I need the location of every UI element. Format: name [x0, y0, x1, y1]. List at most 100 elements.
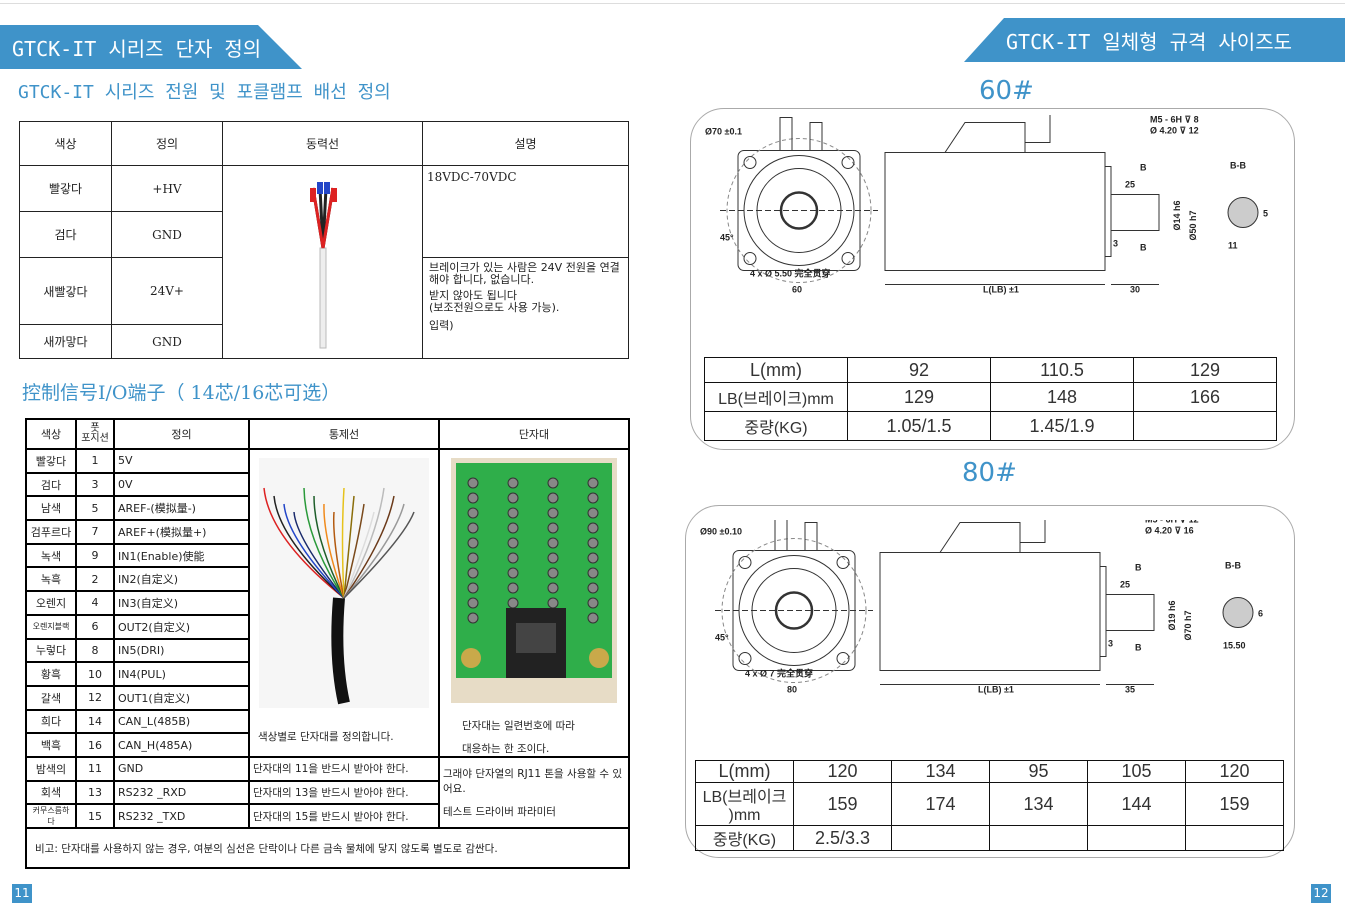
spec-label: LB(브레이크 )mm: [695, 782, 794, 826]
pin-definition: OUT2(自定义): [113, 613, 250, 640]
spec-value: 129: [1133, 356, 1277, 384]
pin-definition: IN4(PUL): [113, 661, 250, 687]
note-pin-15: 단자대의 15를 반드시 받아야 한다.: [248, 803, 440, 829]
spec-value: [891, 825, 990, 851]
wire-color: 커무스름하다: [25, 803, 77, 829]
def-cell: +HV: [111, 165, 223, 212]
voltage-description: 18VDC-70VDC: [422, 165, 629, 258]
spec-value: 120: [1185, 760, 1284, 783]
wire-color: 누렇다: [25, 637, 77, 664]
pin-number: 6: [75, 613, 115, 640]
test-driver-note: 테스트 드라이버 파라미터: [443, 806, 556, 818]
pin-definition: AREF-(模拟量-): [113, 495, 250, 522]
pin-number: 7: [75, 519, 115, 545]
rj11-note: 그래야 단자열의 RJ11 톤을 사용할 수 있어요.: [443, 768, 623, 795]
table-row: 녹흑 2 IN2(自定义): [25, 566, 629, 593]
spec-value: 1.05/1.5: [847, 411, 991, 441]
spec-value: 148: [990, 382, 1134, 413]
dim-key_w: 5: [1263, 209, 1268, 219]
terminal-caption: 대응하는 한 조이다.: [462, 743, 550, 755]
section-view: [1227, 197, 1259, 228]
def-cell: GND: [111, 324, 223, 359]
wire-color: 갈색: [25, 684, 77, 711]
dim-key_w: 6: [1258, 609, 1263, 619]
wire-color: 오렌지블랙: [25, 613, 77, 640]
dim-holes: 4 x Ø 5.50 完全贯穿: [750, 268, 831, 279]
model-80-panel: [685, 505, 1295, 858]
dim-width: 60: [792, 285, 802, 295]
wire-color: 검다: [25, 471, 77, 498]
table-row: 남색 5 AREF-(模拟量-): [25, 495, 629, 522]
wire-color: 남색: [25, 495, 77, 522]
pin-number: 15: [75, 803, 115, 829]
table-row: 누렇다 8 IN5(DRI): [25, 637, 629, 664]
wire-caption: 색상별로 단자대를 정의합니다.: [258, 731, 394, 743]
dim-step: 3: [1113, 239, 1118, 249]
dim-shaft_dia: Ø19 h6: [1167, 600, 1177, 630]
color-cell: 새까맣다: [19, 324, 112, 359]
control-wire-image: [259, 458, 429, 708]
spec-label: L(mm): [704, 356, 848, 384]
pin-number: 3: [75, 471, 115, 498]
spec-label: L(mm): [695, 760, 794, 783]
table-row: 오렌지블랙 6 OUT2(自定义): [25, 613, 629, 640]
spec-value: 166: [1133, 382, 1277, 413]
pin-definition: RS232 _RXD: [113, 779, 250, 805]
dim-b: B: [1140, 163, 1147, 173]
pin-number: 16: [75, 732, 115, 758]
table-row: 검다 3 0V: [25, 471, 629, 498]
wire-color: 백흑: [25, 732, 77, 758]
dim-flange_dia: Ø70 h7: [1183, 610, 1193, 640]
section-view: [1222, 597, 1254, 628]
dim-angle: 45°: [720, 233, 734, 243]
brake-note: 입력): [429, 319, 454, 332]
dim-key_len: 25: [1120, 580, 1130, 590]
power-cable-photo: [222, 165, 423, 359]
dim-key_h: 11: [1228, 241, 1238, 251]
table-row: 갈색 12 OUT1(自定义): [25, 684, 629, 711]
page-number-left: 11: [12, 884, 32, 903]
brake-note: 브레이크가 있는 사람은 24V 전원을 연결해야 합니다, 없습니다.: [429, 261, 620, 286]
pin-definition: RS232 _TXD: [113, 803, 250, 829]
dim-flange_dia: Ø50 h7: [1188, 210, 1198, 240]
pin-definition: GND: [113, 756, 250, 782]
pin-number: 2: [75, 566, 115, 593]
pin-number: 4: [75, 590, 115, 616]
terminal-cell: 단자대는 일련번호에 따라 대응하는 한 조이다.: [438, 448, 630, 758]
header-definition: 정의: [113, 418, 250, 450]
terminal-block-image: [451, 458, 617, 703]
spec-label: 중량(KG): [695, 825, 794, 851]
pin-number: 11: [75, 756, 115, 782]
power-table: 색상 정의 동력선 설명 빨갛다 +HV 18VDC-70VDC 검다 GND …: [19, 121, 629, 359]
dim-shaft_dia: Ø14 h6: [1172, 200, 1182, 230]
spec-value: 129: [847, 382, 991, 413]
io-table: 색상 풋 포지션 정의 통제선 단자대 빨갛다 1 5V 색상별로 단자대를 정…: [25, 418, 630, 869]
pin-definition: IN1(Enable)使能: [113, 542, 250, 569]
spec-value: [1087, 825, 1186, 851]
def-cell: GND: [111, 211, 223, 258]
table-row: 희다 14 CAN_L(485B): [25, 708, 629, 735]
table-row: 빨갛다 1 5V 색상별로 단자대를 정의합니다. 단자대는 일련번호에 따라 …: [25, 448, 630, 758]
pin-number: 9: [75, 542, 115, 569]
spec-value: 159: [1185, 782, 1284, 826]
table-row: 황흑 10 IN4(PUL): [25, 661, 629, 687]
pin-definition: OUT1(自定义): [113, 684, 250, 711]
spec-value: 105: [1087, 760, 1186, 783]
wire-color: 빨갛다: [25, 448, 77, 474]
pin-definition: CAN_L(485B): [113, 708, 250, 735]
spec-value: 2.5/3.3: [793, 825, 892, 851]
table-row: 녹색 9 IN1(Enable)使能: [25, 542, 629, 569]
pin-definition: IN3(自定义): [113, 590, 250, 616]
model-60-panel: [690, 108, 1295, 450]
dim-thread2: Ø 4.20 ⊽ 16: [1145, 526, 1194, 536]
dim-angle: 45°: [715, 633, 729, 643]
pin-definition: AREF+(模拟量+): [113, 519, 250, 545]
rj11-note-cell: 그래야 단자열의 RJ11 톤을 사용할 수 있어요. 테스트 드라이버 파라미터: [438, 756, 630, 829]
pin-number: 1: [75, 448, 115, 474]
brake-description: 브레이크가 있는 사람은 24V 전원을 연결해야 합니다, 없습니다. 받지 …: [422, 257, 629, 359]
spec-value: 120: [793, 760, 892, 783]
